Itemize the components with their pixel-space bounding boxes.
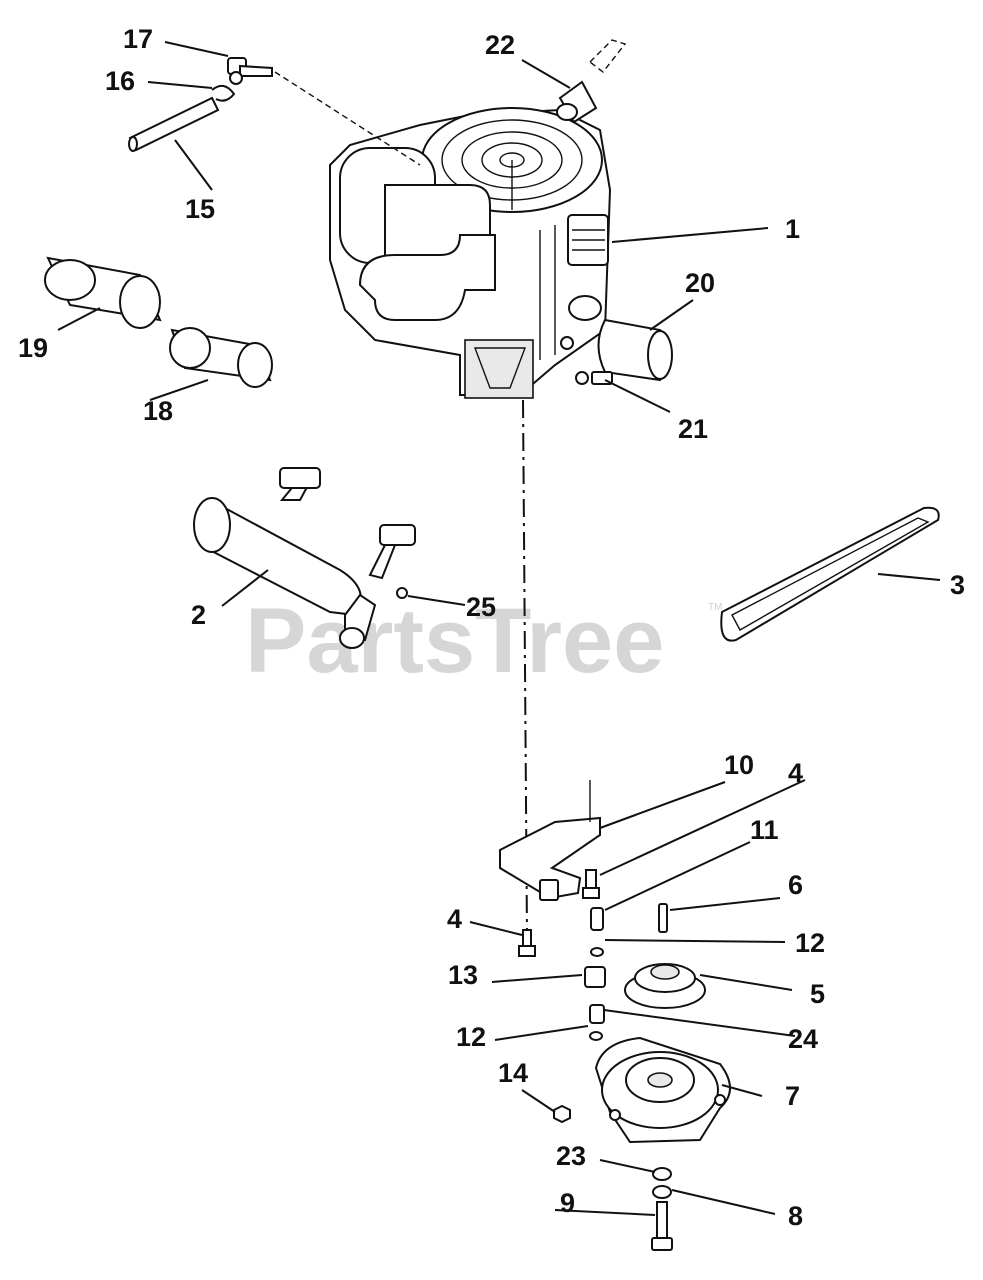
callout-23: 23	[556, 1141, 586, 1171]
callout-17: 17	[123, 24, 153, 54]
callout-12-upper: 12	[795, 928, 825, 958]
callout-21: 21	[678, 414, 708, 444]
bolt-part-9[interactable]	[651, 1201, 673, 1251]
hose-part[interactable]	[128, 96, 220, 152]
fuel-filter-part[interactable]	[556, 39, 627, 124]
clutch-part[interactable]	[594, 1036, 731, 1144]
watermark-text: PartsTree	[245, 590, 664, 692]
key-part[interactable]	[658, 903, 668, 933]
callout-3: 3	[950, 570, 965, 600]
washer-part-12-lower[interactable]	[589, 1031, 603, 1041]
callout-8: 8	[788, 1201, 803, 1231]
drain-plug-part[interactable]	[575, 371, 613, 385]
belt-part[interactable]	[720, 506, 940, 642]
callout-13: 13	[448, 960, 478, 990]
washer-part-23[interactable]	[652, 1167, 672, 1181]
bracket-part[interactable]	[499, 780, 601, 901]
callout-14: 14	[498, 1058, 528, 1088]
callout-5: 5	[810, 979, 825, 1009]
watermark-trademark: TM	[708, 602, 722, 613]
spacer-part-11[interactable]	[590, 907, 604, 931]
callout-7: 7	[785, 1081, 800, 1111]
gasket-part[interactable]	[396, 587, 408, 599]
callout-2: 2	[191, 600, 206, 630]
leader-lines	[57, 41, 941, 1216]
callout-6: 6	[788, 870, 803, 900]
callout-15: 15	[185, 194, 215, 224]
callout-22: 22	[485, 30, 515, 60]
callout-11: 11	[750, 815, 779, 845]
callout-4-upper: 4	[788, 758, 803, 788]
nut-part[interactable]	[553, 1104, 571, 1124]
callout-1: 1	[785, 214, 800, 244]
bushing-part[interactable]	[584, 966, 606, 988]
sleeve-part-18[interactable]	[169, 327, 273, 388]
bolt-part-4-lower[interactable]	[518, 929, 536, 957]
washer-part-12-upper[interactable]	[590, 947, 604, 957]
sleeve-part-19[interactable]	[44, 256, 162, 329]
callout-24: 24	[788, 1024, 818, 1054]
oil-filter-part[interactable]	[597, 318, 673, 382]
alignment-line-breather	[274, 71, 421, 166]
spacer-part-24[interactable]	[589, 1004, 605, 1024]
callout-4-lower: 4	[447, 904, 462, 934]
callout-25: 25	[466, 592, 496, 622]
clamp-part[interactable]	[211, 84, 236, 102]
bolt-part-4-upper[interactable]	[582, 869, 600, 899]
callout-20: 20	[685, 268, 715, 298]
engine-part[interactable]	[329, 107, 612, 399]
muffler-part[interactable]	[193, 467, 416, 649]
callout-12-lower: 12	[456, 1022, 486, 1052]
callout-19: 19	[18, 333, 48, 363]
callout-10: 10	[724, 750, 754, 780]
callout-16: 16	[105, 66, 135, 96]
callout-18: 18	[143, 396, 173, 426]
callout-9: 9	[560, 1188, 575, 1218]
washer-part-8[interactable]	[652, 1185, 672, 1199]
pulley-part[interactable]	[624, 963, 706, 1009]
fitting-part[interactable]	[227, 57, 273, 85]
